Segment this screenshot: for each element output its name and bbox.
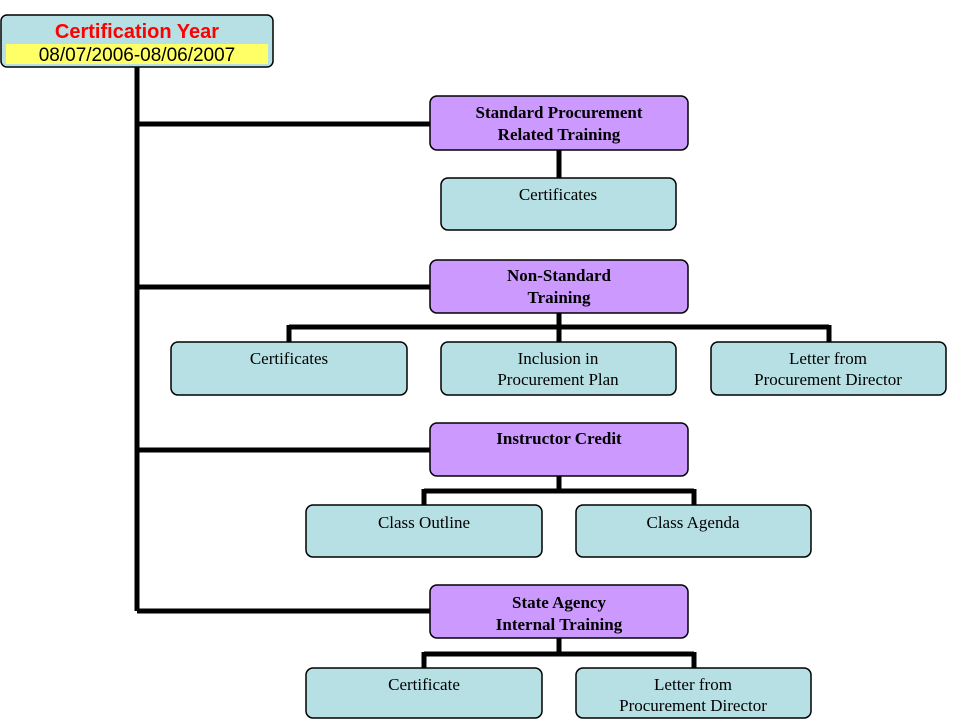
item-label-line: Class Agenda bbox=[646, 513, 739, 532]
item-box-certificate: Certificate bbox=[305, 667, 543, 719]
item-box-inclusion-in-plan: Inclusion in Procurement Plan bbox=[440, 341, 677, 396]
item-box-class-agenda: Class Agenda bbox=[575, 504, 812, 558]
section-title-line: Training bbox=[528, 288, 591, 307]
root-dates: 08/07/2006-08/06/2007 bbox=[39, 45, 236, 66]
item-label-line: Procurement Plan bbox=[497, 370, 619, 389]
item-label-line: Certificates bbox=[519, 185, 597, 204]
section-title-line: Standard Procurement bbox=[475, 103, 642, 122]
root-title: Certification Year bbox=[55, 21, 219, 43]
section-title-line: State Agency bbox=[512, 593, 606, 612]
item-box-certificates: Certificates bbox=[440, 177, 677, 231]
item-label-line: Procurement Director bbox=[754, 370, 902, 389]
item-label-line: Certificate bbox=[388, 675, 460, 694]
section-box-instructor-credit: Instructor Credit bbox=[429, 422, 689, 477]
root-box: Certification Year 08/07/2006-08/06/2007 bbox=[0, 14, 274, 68]
item-label-line: Procurement Director bbox=[619, 696, 767, 715]
item-label-line: Certificates bbox=[250, 349, 328, 368]
item-box-certificates: Certificates bbox=[170, 341, 408, 396]
item-label-line: Letter from bbox=[654, 675, 732, 694]
root-date-highlight bbox=[6, 44, 268, 64]
section-box-standard-procurement: Standard Procurement Related Training bbox=[429, 95, 689, 151]
section-title-line: Internal Training bbox=[496, 615, 623, 634]
item-label-line: Inclusion in bbox=[518, 349, 599, 368]
item-box-class-outline: Class Outline bbox=[305, 504, 543, 558]
section-title-line: Related Training bbox=[498, 125, 621, 144]
item-box-letter-from-director: Letter from Procurement Director bbox=[575, 667, 812, 719]
section-box-non-standard: Non-Standard Training bbox=[429, 259, 689, 314]
item-label-line: Class Outline bbox=[378, 513, 470, 532]
section-title-line: Non-Standard bbox=[507, 266, 611, 285]
item-box-letter-from-director: Letter from Procurement Director bbox=[710, 341, 947, 396]
item-label-line: Letter from bbox=[789, 349, 867, 368]
section-box-state-agency: State Agency Internal Training bbox=[429, 584, 689, 639]
connector-lines bbox=[134, 67, 832, 668]
section-title-line: Instructor Credit bbox=[496, 429, 622, 448]
